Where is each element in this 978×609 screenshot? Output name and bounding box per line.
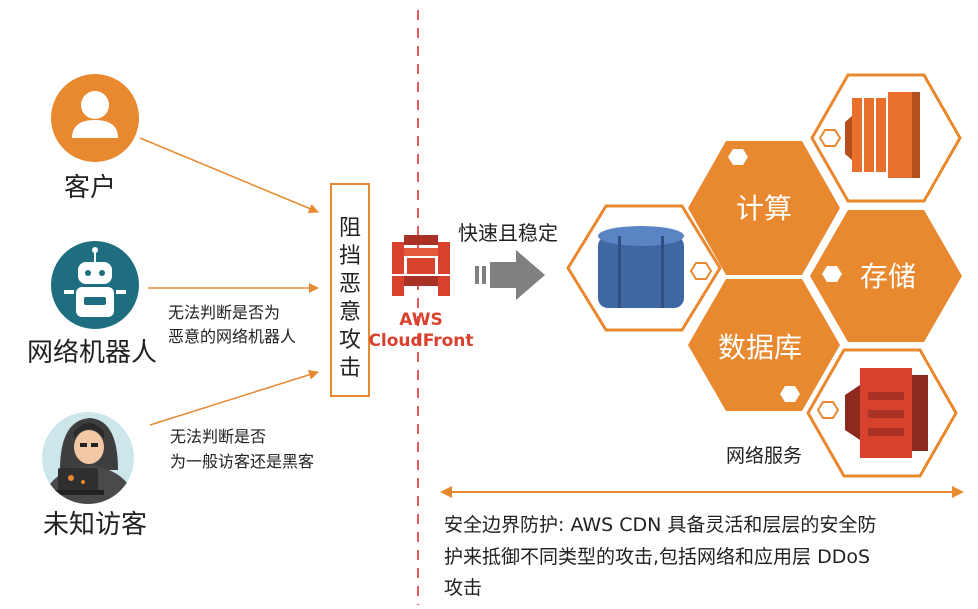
actor-label-unknown: 未知访客 bbox=[43, 510, 147, 540]
hacker-icon bbox=[42, 412, 134, 504]
small-hex-s3 bbox=[816, 401, 840, 419]
service-storage: 存储 bbox=[860, 260, 916, 293]
footer-line2: 护来抵御不同类型的攻击,包括网络和应用层 DDoS bbox=[444, 546, 870, 568]
small-hex-db bbox=[689, 262, 713, 280]
small-hex-storage bbox=[822, 266, 842, 282]
block-box-text: 阻挡恶意攻击 bbox=[339, 216, 361, 381]
note-unknown-line2: 为一般访客还是黑客 bbox=[170, 452, 314, 471]
small-hex-compute bbox=[728, 149, 748, 165]
service-compute: 计算 bbox=[736, 192, 792, 225]
note-unknown-line1: 无法判断是否 bbox=[170, 427, 266, 446]
cloudfront-label-aws: AWS bbox=[399, 310, 442, 330]
s3-storage-icon bbox=[845, 368, 928, 458]
footer-line1: 安全边界防护: AWS CDN 具备灵活和层层的安全防 bbox=[444, 514, 876, 536]
small-hex-ec2 bbox=[818, 129, 842, 147]
ec2-compute-icon bbox=[845, 92, 920, 178]
note-robot-line2: 恶意的网络机器人 bbox=[168, 327, 296, 346]
fast-arrow-icon bbox=[475, 250, 545, 300]
note-robot-line1: 无法判断是否为 bbox=[168, 303, 280, 322]
block-attack-box bbox=[330, 183, 370, 397]
hex-compute bbox=[688, 141, 840, 275]
boundary-double-arrow bbox=[440, 486, 964, 498]
actor-label-robot: 网络机器人 bbox=[27, 338, 157, 368]
robot-icon bbox=[51, 241, 139, 329]
arrow-customer bbox=[139, 137, 319, 214]
arrow-unknown bbox=[149, 369, 319, 426]
cloudfront-label-name: CloudFront bbox=[368, 331, 473, 351]
customer-person-icon bbox=[51, 74, 139, 162]
hex-storage bbox=[810, 210, 962, 342]
cloudfront-logo-icon bbox=[392, 235, 450, 296]
footer-line3: 攻击 bbox=[444, 577, 482, 599]
small-hex-database bbox=[780, 386, 800, 402]
flow-label: 快速且稳定 bbox=[458, 221, 558, 245]
database-icon bbox=[598, 226, 684, 308]
hex-database-label bbox=[688, 279, 840, 411]
service-network: 网络服务 bbox=[726, 445, 802, 467]
service-database: 数据库 bbox=[718, 331, 802, 364]
actor-label-customer: 客户 bbox=[64, 173, 116, 203]
